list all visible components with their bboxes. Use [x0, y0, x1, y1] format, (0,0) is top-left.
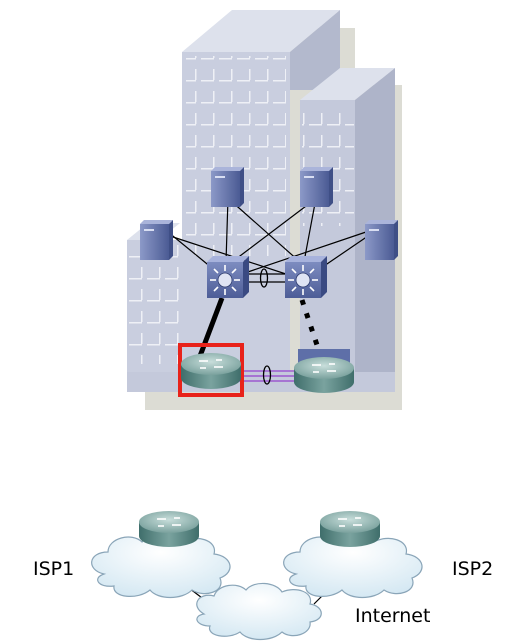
router-bundle-icon: [262, 365, 272, 385]
router-icon: [139, 511, 199, 547]
server-icon: [300, 167, 333, 207]
isp1-label: ISP1: [33, 558, 74, 580]
link-server-top-left-switch-left: [225, 197, 229, 263]
link-switch-router-active: [194, 297, 225, 365]
building-group: [127, 10, 402, 410]
tower-center-windows: [186, 56, 286, 256]
isp1-cloud-icon: [91, 532, 231, 599]
tower-right-windows: [302, 106, 354, 226]
server-icon: [365, 220, 398, 260]
isp2-cloud-icon: [283, 532, 423, 599]
tower-right-top: [300, 68, 395, 100]
isp2-label: ISP2: [452, 558, 493, 580]
link-server-right-switch-left: [235, 231, 367, 277]
router-icon: [181, 353, 241, 389]
server-icon: [211, 167, 244, 207]
tower-center-side: [290, 10, 340, 90]
selected-router-highlight: [178, 343, 244, 397]
link-server-top-left-switch-right: [229, 199, 301, 263]
internet-cloud-icon: [196, 582, 322, 641]
building-base: [127, 372, 395, 392]
link-switch-router-standby: [299, 299, 325, 361]
link-bundle-icon: [259, 268, 269, 288]
tower-left-windows: [129, 244, 181, 364]
link-server-right-switch-right: [323, 235, 369, 267]
link-server-top-right-switch-right: [303, 197, 317, 263]
router-icon: [320, 511, 380, 547]
server-icon: [140, 220, 173, 260]
router-icon: [294, 357, 354, 393]
internet-label: Internet: [355, 605, 430, 627]
router-bundle: [234, 370, 300, 382]
link-server-top-right-switch-left: [231, 199, 315, 263]
multilayer-switch-icon: [207, 256, 249, 298]
tower-center-top: [182, 10, 340, 52]
multilayer-switch-icon: [285, 256, 327, 298]
